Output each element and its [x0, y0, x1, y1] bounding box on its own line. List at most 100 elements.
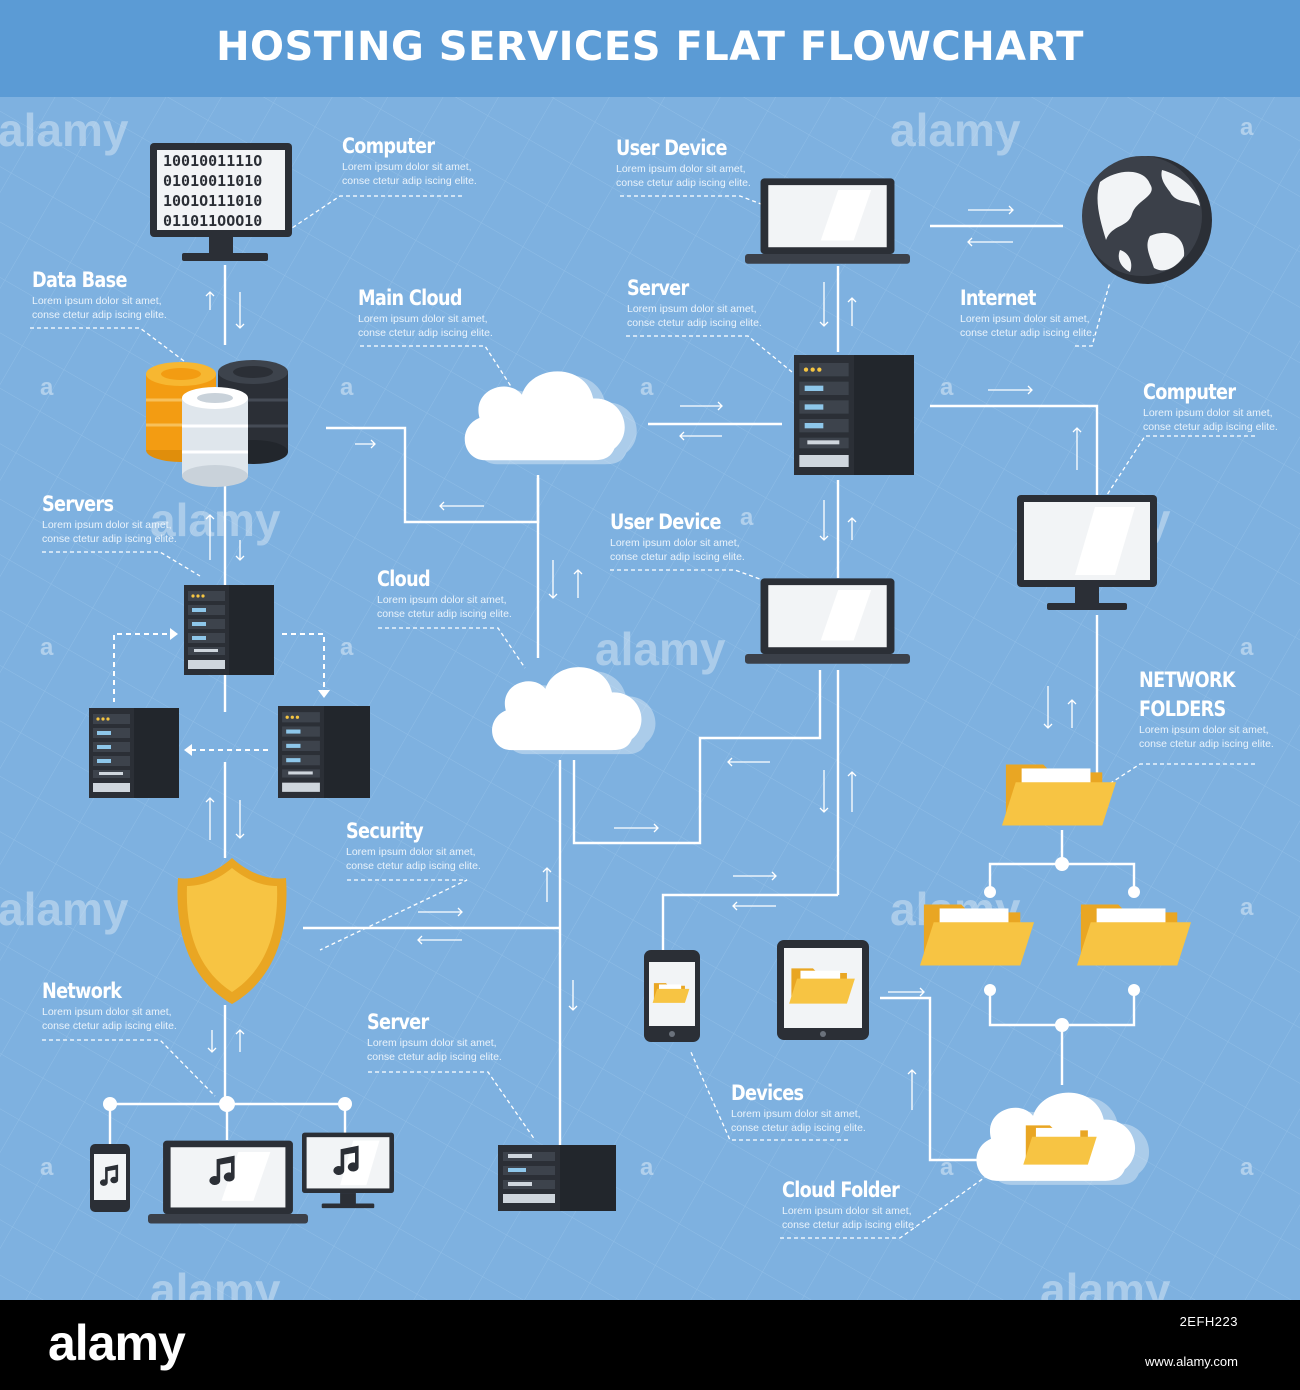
desc-line: conse ctetur adip iscing elite.	[782, 1219, 917, 1231]
label-server-mid: Server Lorem ipsum dolor sit amet,conse …	[627, 276, 762, 330]
junction-dots	[103, 857, 1140, 1112]
label-desc: Lorem ipsum dolor sit amet, conse ctetur …	[782, 1204, 921, 1232]
label-desc: Lorem ipsum dolor sit amet, conse ctetur …	[346, 845, 481, 873]
desc-line: conse ctetur adip iscing elite.	[342, 175, 477, 187]
watermark-a: a	[40, 374, 54, 401]
label-desc: Lorem ipsum dolor sit amet,conse ctetur …	[358, 312, 493, 340]
label-title: Server	[367, 1010, 429, 1034]
database-icon	[146, 360, 288, 487]
phone-music-icon	[90, 1144, 130, 1212]
flow-arrows	[205, 205, 1082, 1110]
image-id: 2EFH223	[1179, 1314, 1238, 1329]
server-icon	[89, 708, 179, 798]
label-desc: Lorem ipsum dolor sit amet, conse ctetur …	[731, 1107, 866, 1135]
binary-line: 011011OOO10	[163, 212, 262, 230]
desc-line: conse ctetur adip iscing elite.	[731, 1122, 866, 1134]
label-title: Computer	[342, 134, 435, 158]
label-user-device-top: User Device Lorem ipsum dolor sit amet, c…	[616, 136, 751, 190]
label-server-bottom: Server Lorem ipsum dolor sit amet, conse …	[367, 1010, 502, 1064]
desc-line: conse ctetur adip iscing elite.	[1143, 421, 1278, 433]
server-mid-icon	[794, 355, 914, 475]
desc-line: conse ctetur adip iscing elite.	[32, 309, 167, 321]
label-title: User Device	[610, 510, 721, 534]
title-banner: HOSTING SERVICES FLAT FLOWCHART	[0, 0, 1300, 97]
watermark-a: a	[1240, 634, 1254, 661]
label-computer-top: Computer Lorem ipsum dolor sit amet, cons…	[342, 134, 477, 188]
watermark: alamy	[595, 623, 726, 675]
watermark-a: a	[1240, 114, 1254, 141]
watermark: alamy	[890, 104, 1021, 156]
label-title: Server	[627, 276, 689, 300]
desc-line: Lorem ipsum dolor sit amet,	[367, 1037, 497, 1049]
label-cloud-folder: Cloud Folder Lorem ipsum dolor sit amet,…	[782, 1178, 921, 1232]
label-title: User Device	[616, 136, 727, 160]
label-desc: Lorem ipsum dolor sit amet, conse ctetur …	[1143, 406, 1278, 434]
desc-line: Lorem ipsum dolor sit amet,	[342, 161, 472, 173]
flowchart-diagram: alamy alamy alamy alamy alamy alamy alam…	[0, 97, 1300, 1300]
label-desc: Lorem ipsum dolor sit amet, conse ctetur …	[367, 1036, 502, 1064]
desc-line: Lorem ipsum dolor sit amet,	[346, 846, 476, 858]
label-title: Security	[346, 819, 424, 843]
footer-bar: alamy 2EFH223 www.alamy.com	[0, 1300, 1300, 1390]
desc-line: conse ctetur adip iscing elite.	[367, 1051, 502, 1063]
label-desc: Lorem ipsum dolor sit amet,conse ctetur …	[627, 302, 762, 330]
label-title: Cloud Folder	[782, 1178, 900, 1202]
watermark: alamy	[0, 883, 129, 935]
server-bottom-icon	[498, 1145, 616, 1211]
label-desc: Lorem ipsum dolor sit amet,conse ctetur …	[42, 518, 177, 546]
watermark-a: a	[40, 1154, 54, 1181]
watermark-a: a	[1240, 1154, 1254, 1181]
desc-line: conse ctetur adip iscing elite.	[960, 327, 1095, 339]
watermark-a: a	[640, 374, 654, 401]
shield-icon	[177, 858, 287, 1004]
watermark-a: a	[1240, 894, 1254, 921]
desc-line: Lorem ipsum dolor sit amet,	[960, 313, 1090, 325]
label-desc: Lorem ipsum dolor sit amet, conse ctetur …	[616, 162, 751, 190]
server-icon	[184, 585, 274, 675]
label-title: Data Base	[32, 268, 127, 292]
folder-icon	[919, 904, 1035, 966]
site-url: www.alamy.com	[1145, 1354, 1238, 1369]
desc-line: Lorem ipsum dolor sit amet,	[377, 594, 507, 606]
label-desc: Lorem ipsum dolor sit amet, conse ctetur …	[1139, 723, 1274, 751]
label-computer-right: Computer Lorem ipsum dolor sit amet, cons…	[1143, 380, 1278, 434]
desc-line: conse ctetur adip iscing elite.	[610, 551, 745, 563]
watermark-a: a	[940, 1154, 954, 1181]
laptop-icon	[745, 578, 910, 664]
label-title: Cloud	[377, 567, 431, 591]
binary-line: 1001001111O	[163, 152, 262, 170]
watermark: alamy	[150, 1264, 281, 1300]
desc-line: conse ctetur adip iscing elite.	[358, 327, 493, 339]
laptop-icon	[745, 178, 910, 264]
laptop-music-icon	[148, 1140, 308, 1224]
watermark-a: a	[740, 504, 754, 531]
watermark: alamy	[1040, 1264, 1171, 1300]
label-desc: Lorem ipsum dolor sit amet, conse ctetur …	[960, 312, 1095, 340]
watermark-a: a	[640, 1154, 654, 1181]
computer-binary-icon: 1001001111O 01010011010 10O1O111010 0110…	[150, 143, 292, 261]
label-desc: Lorem ipsum dolor sit amet, conse ctetur …	[342, 160, 477, 188]
label-main-cloud: Main Cloud Lorem ipsum dolor sit amet,co…	[358, 286, 493, 340]
desc-line: Lorem ipsum dolor sit amet,	[782, 1205, 912, 1217]
watermark-a: a	[340, 634, 354, 661]
desc-line: Lorem ipsum dolor sit amet,	[731, 1108, 861, 1120]
desc-line: conse ctetur adip iscing elite.	[616, 177, 751, 189]
label-cloud: Cloud Lorem ipsum dolor sit amet, conse c…	[377, 567, 512, 621]
watermark-a: a	[340, 374, 354, 401]
desc-line: Lorem ipsum dolor sit amet,	[1143, 407, 1273, 419]
tablet-folder-icon	[777, 940, 869, 1040]
desc-line: conse ctetur adip iscing elite.	[1139, 738, 1274, 750]
label-title: NETWORK	[1139, 668, 1236, 692]
desc-line: Lorem ipsum dolor sit amet,	[1139, 724, 1269, 736]
watermark-a: a	[40, 634, 54, 661]
desc-line: conse ctetur adip iscing elite.	[346, 860, 481, 872]
folder-icon	[1001, 764, 1117, 826]
label-title: Computer	[1143, 380, 1236, 404]
label-user-device-mid: User Device Lorem ipsum dolor sit amet,c…	[610, 510, 745, 564]
desc-line: Lorem ipsum dolor sit amet,	[32, 295, 162, 307]
label-title: Devices	[731, 1081, 804, 1105]
label-desc: Lorem ipsum dolor sit amet,conse ctetur …	[42, 1005, 177, 1033]
desc-line: Lorem ipsum dolor sit amet,	[616, 163, 746, 175]
label-title: Servers	[42, 492, 114, 516]
desc-line: conse ctetur adip iscing elite.	[377, 608, 512, 620]
